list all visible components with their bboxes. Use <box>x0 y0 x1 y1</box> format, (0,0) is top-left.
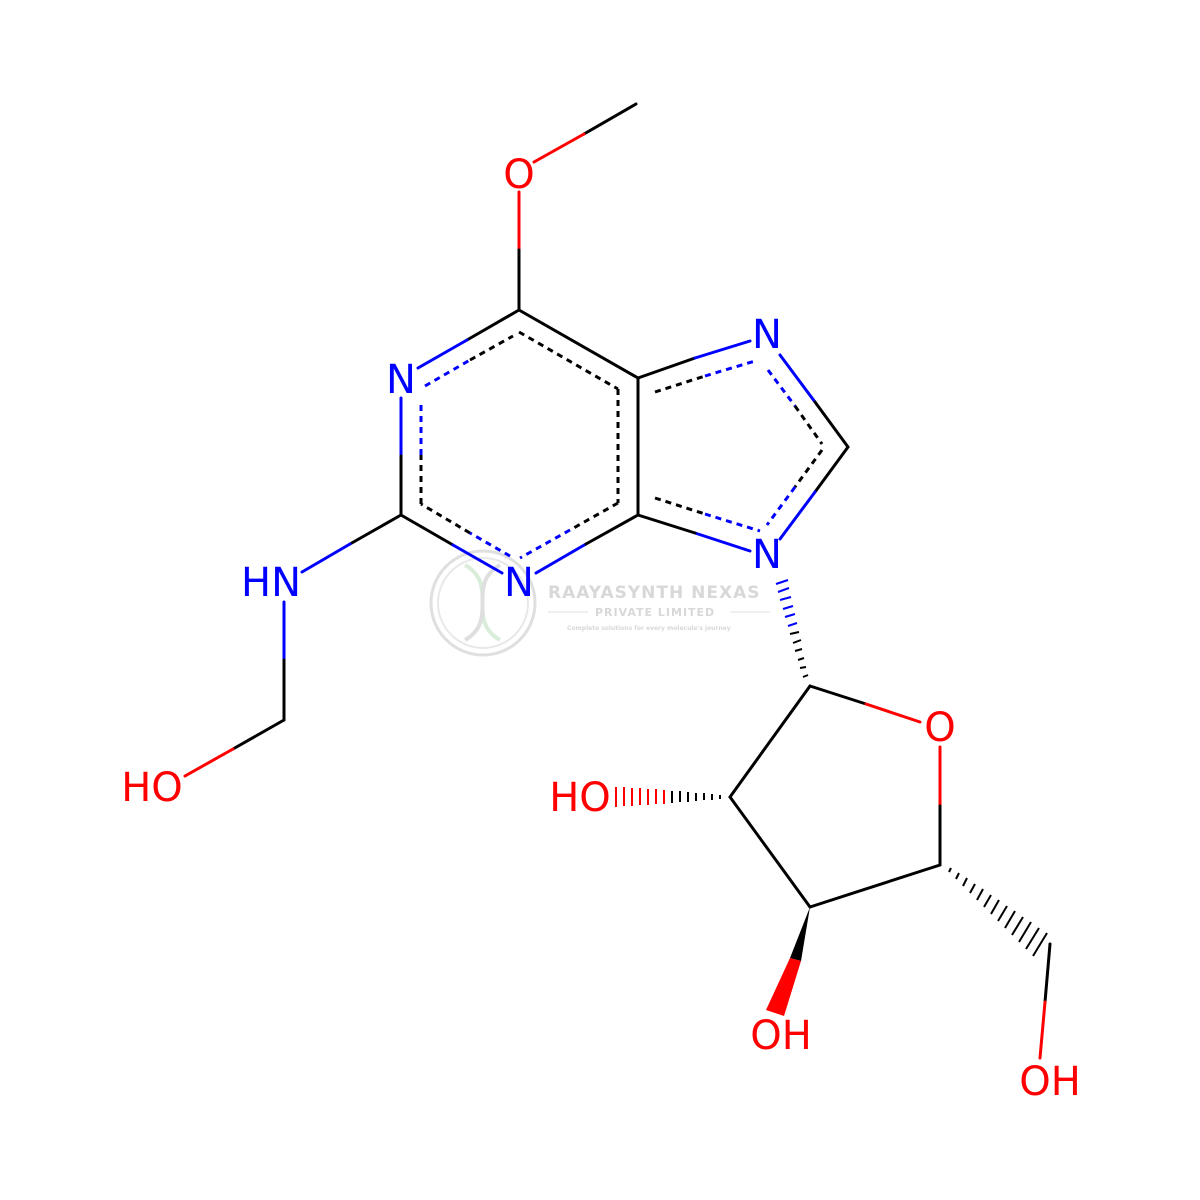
bonds <box>183 102 1052 1060</box>
atom-oh-2prime: HO <box>549 775 611 821</box>
bond-c5-n7 <box>636 356 697 380</box>
atom-n9: N <box>752 532 782 578</box>
bond-n9-c4 <box>693 531 752 553</box>
atom-n3: N <box>504 560 534 606</box>
bond-ch3-o <box>582 102 638 136</box>
atom-oh-5prime: OH <box>1019 1059 1081 1105</box>
aromatic-bonds <box>419 330 824 560</box>
atom-oh-3prime: OH <box>750 1013 812 1059</box>
atom-nh: HN <box>241 560 301 606</box>
bond-n7-c8 <box>778 353 817 404</box>
atom-oh-hydroxymethyl: HO <box>121 765 183 811</box>
bond-c3-c2 <box>728 795 812 909</box>
bond-ch2-oh <box>231 718 286 751</box>
hashed-wedge-c2-oh <box>615 787 721 807</box>
atom-o-ring: O <box>924 705 955 751</box>
watermark-logo-icon <box>429 549 537 657</box>
atom-o-methoxy: O <box>503 152 534 198</box>
watermark-tagline: Complete solutions for every molecule's … <box>567 625 731 632</box>
bond-c4-c3 <box>808 863 942 909</box>
atom-n7: N <box>752 312 782 358</box>
bond-c6-n1 <box>465 308 521 342</box>
hashed-wedge-n9-c1 <box>775 579 809 678</box>
watermark-subtitle: PRIVATE LIMITED <box>595 606 715 619</box>
bond-n3-c4 <box>534 542 588 575</box>
bond-c1-o4 <box>808 684 868 706</box>
watermark: RAAYASYNTH NEXAS PRIVATE LIMITED Complet… <box>429 549 770 657</box>
bond-c5-o5 <box>1043 942 1052 1004</box>
watermark-title: RAAYASYNTH NEXAS <box>548 583 761 603</box>
bond-c5-c6 <box>517 308 640 380</box>
atom-labels: O N N N N HN HO O HO OH OH <box>121 152 1081 1105</box>
solid-wedge-c3-oh <box>766 907 810 1016</box>
bond-c2-nh <box>348 513 403 546</box>
bond-c2-n3 <box>399 513 455 547</box>
bond-c8-n9 <box>813 445 850 494</box>
hashed-wedge-c4-c5 <box>948 867 1048 957</box>
atom-n1: N <box>386 357 416 403</box>
bond-c2-c1 <box>728 684 812 799</box>
